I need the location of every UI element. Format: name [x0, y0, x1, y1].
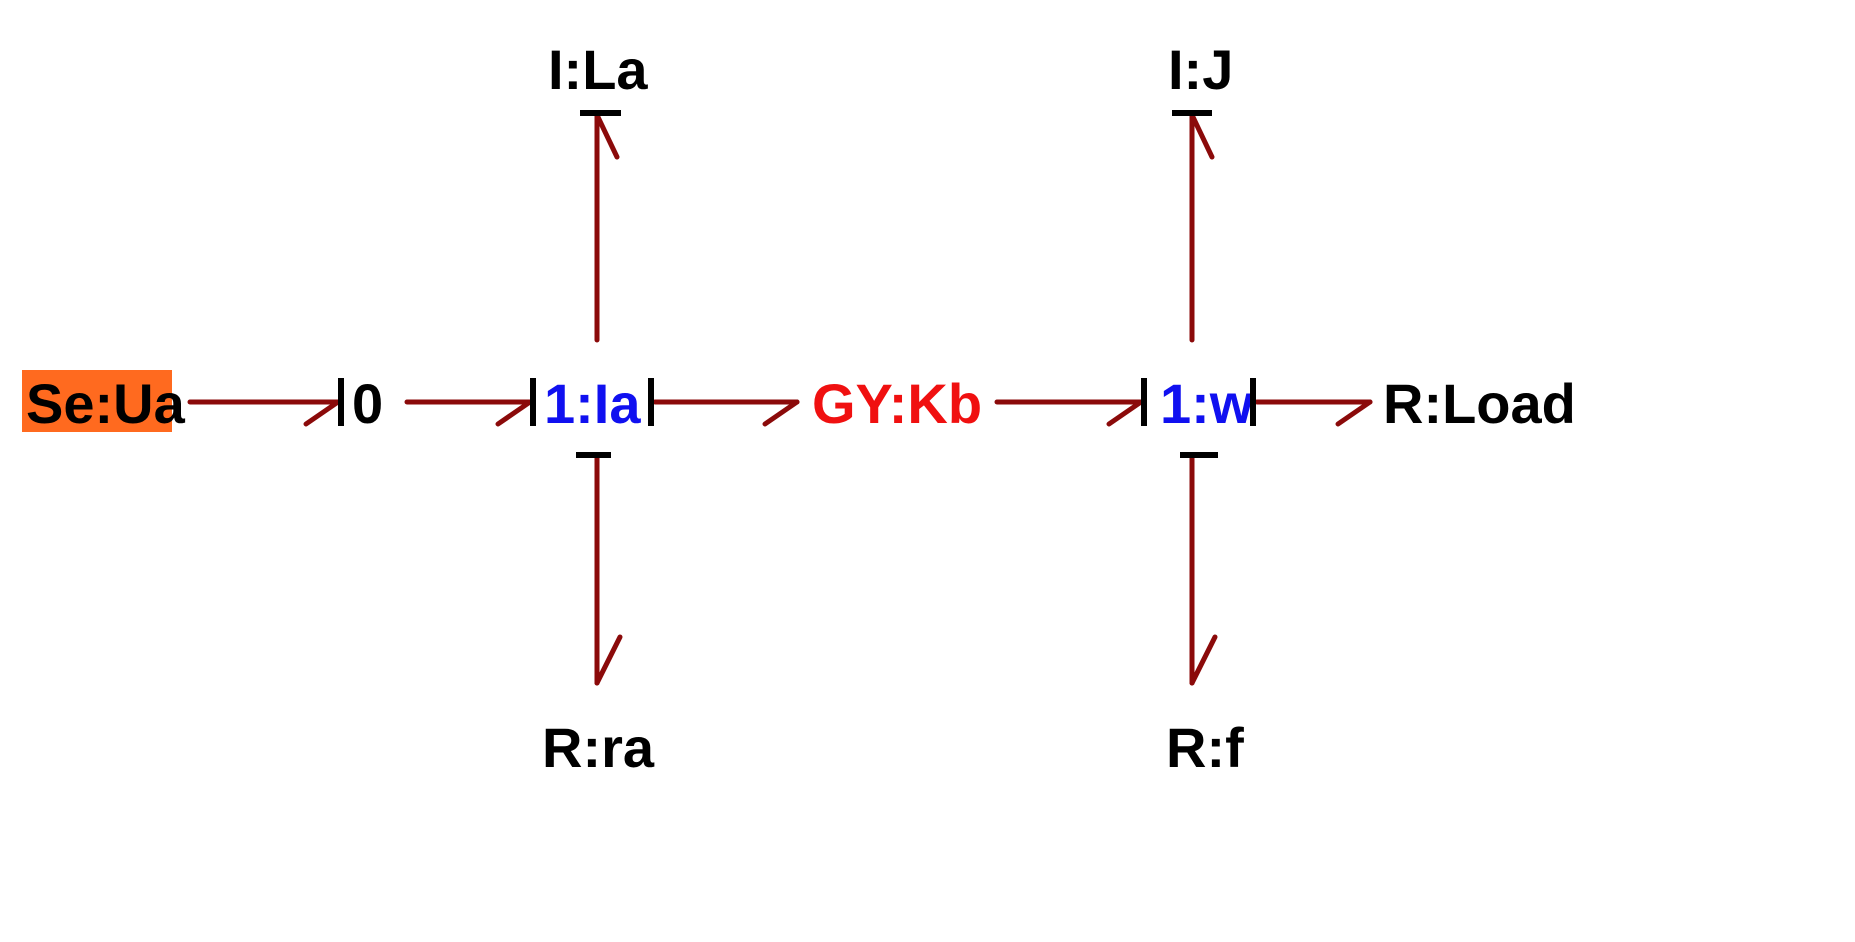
node-r-ra[interactable]: R:ra: [542, 716, 655, 779]
node-i-la[interactable]: I:La: [548, 38, 648, 101]
bond-one-w-to-friction[interactable]: [1189, 455, 1218, 686]
node-i-j[interactable]: I:J: [1168, 38, 1233, 101]
node-r-f[interactable]: R:f: [1166, 716, 1244, 779]
bond-se-to-zero[interactable]: [187, 399, 341, 427]
bond-one-ia-to-inductor[interactable]: [594, 112, 620, 343]
node-r-load[interactable]: R:Load: [1383, 372, 1576, 435]
node-one-junction-ia[interactable]: 1:Ia: [544, 372, 641, 435]
node-gyrator-kb[interactable]: GY:Kb: [812, 372, 982, 435]
bond-one-ia-to-gyrator[interactable]: [652, 399, 800, 427]
bond-zero-to-one-ia[interactable]: [404, 399, 533, 427]
bond-one-w-to-inertia[interactable]: [1189, 112, 1215, 343]
bond-one-w-to-load[interactable]: [1254, 399, 1373, 427]
node-zero-junction[interactable]: 0: [352, 372, 383, 435]
source-highlight-box: [22, 370, 172, 432]
node-one-junction-w[interactable]: 1:w: [1160, 372, 1254, 435]
bond-gyrator-to-one-w[interactable]: [994, 399, 1144, 427]
node-se-ua[interactable]: Se:Ua: [26, 372, 186, 435]
bond-one-ia-to-armature-resistor[interactable]: [594, 455, 623, 686]
